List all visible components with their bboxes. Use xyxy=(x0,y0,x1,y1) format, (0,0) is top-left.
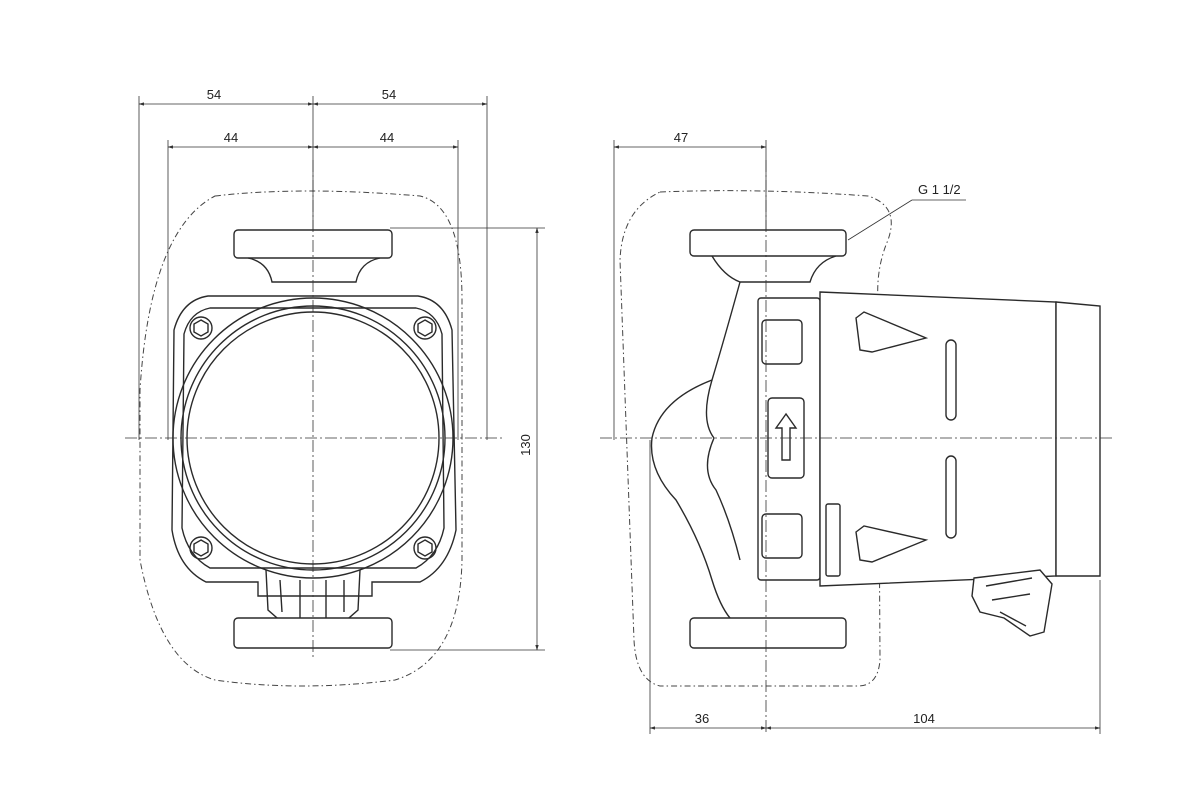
side-stator-slot-bottom xyxy=(761,513,803,559)
flow-direction-arrow-icon xyxy=(774,412,798,461)
motor-body xyxy=(819,291,1057,587)
side-view: 47 G 1 1/2 xyxy=(600,130,1112,734)
bolt-bottom-left-icon xyxy=(189,536,213,560)
motor-slot-upper xyxy=(945,339,957,421)
dim-label-47: 47 xyxy=(674,130,688,145)
side-top-flange xyxy=(689,229,847,257)
clip-lower xyxy=(855,525,929,563)
front-view: 54 54 44 44 130 xyxy=(125,87,545,687)
motor-slot-lower xyxy=(945,455,957,539)
thread-label: G 1 1/2 xyxy=(918,182,961,197)
dim-label-54-right: 54 xyxy=(382,87,396,102)
control-panel-strip xyxy=(825,503,841,577)
top-flange-neck xyxy=(247,257,381,283)
dim-label-104: 104 xyxy=(913,711,935,726)
connector-ribs xyxy=(985,577,1033,627)
side-bottom-flange xyxy=(689,617,847,649)
side-volute-profile xyxy=(650,281,741,619)
bolt-bottom-right-icon xyxy=(413,536,437,560)
bolt-top-right-icon xyxy=(413,316,437,340)
side-volute-inner xyxy=(705,379,741,561)
dim-label-36: 36 xyxy=(695,711,709,726)
front-envelope-outline xyxy=(139,190,463,687)
electrical-connector xyxy=(971,569,1053,637)
dim-label-44-right: 44 xyxy=(380,130,394,145)
thread-leader-line xyxy=(847,199,913,241)
bottom-bracket-ribs xyxy=(279,579,345,620)
bolt-top-left-icon xyxy=(189,316,213,340)
dim-label-44-left: 44 xyxy=(224,130,238,145)
pump-housing-inner xyxy=(181,307,445,569)
dim-label-130: 130 xyxy=(518,434,533,456)
side-stator-slot-top xyxy=(761,319,803,365)
side-top-neck xyxy=(711,255,837,283)
clip-upper xyxy=(855,311,929,353)
dim-label-54-left: 54 xyxy=(207,87,221,102)
motor-end-cap xyxy=(1055,301,1101,577)
